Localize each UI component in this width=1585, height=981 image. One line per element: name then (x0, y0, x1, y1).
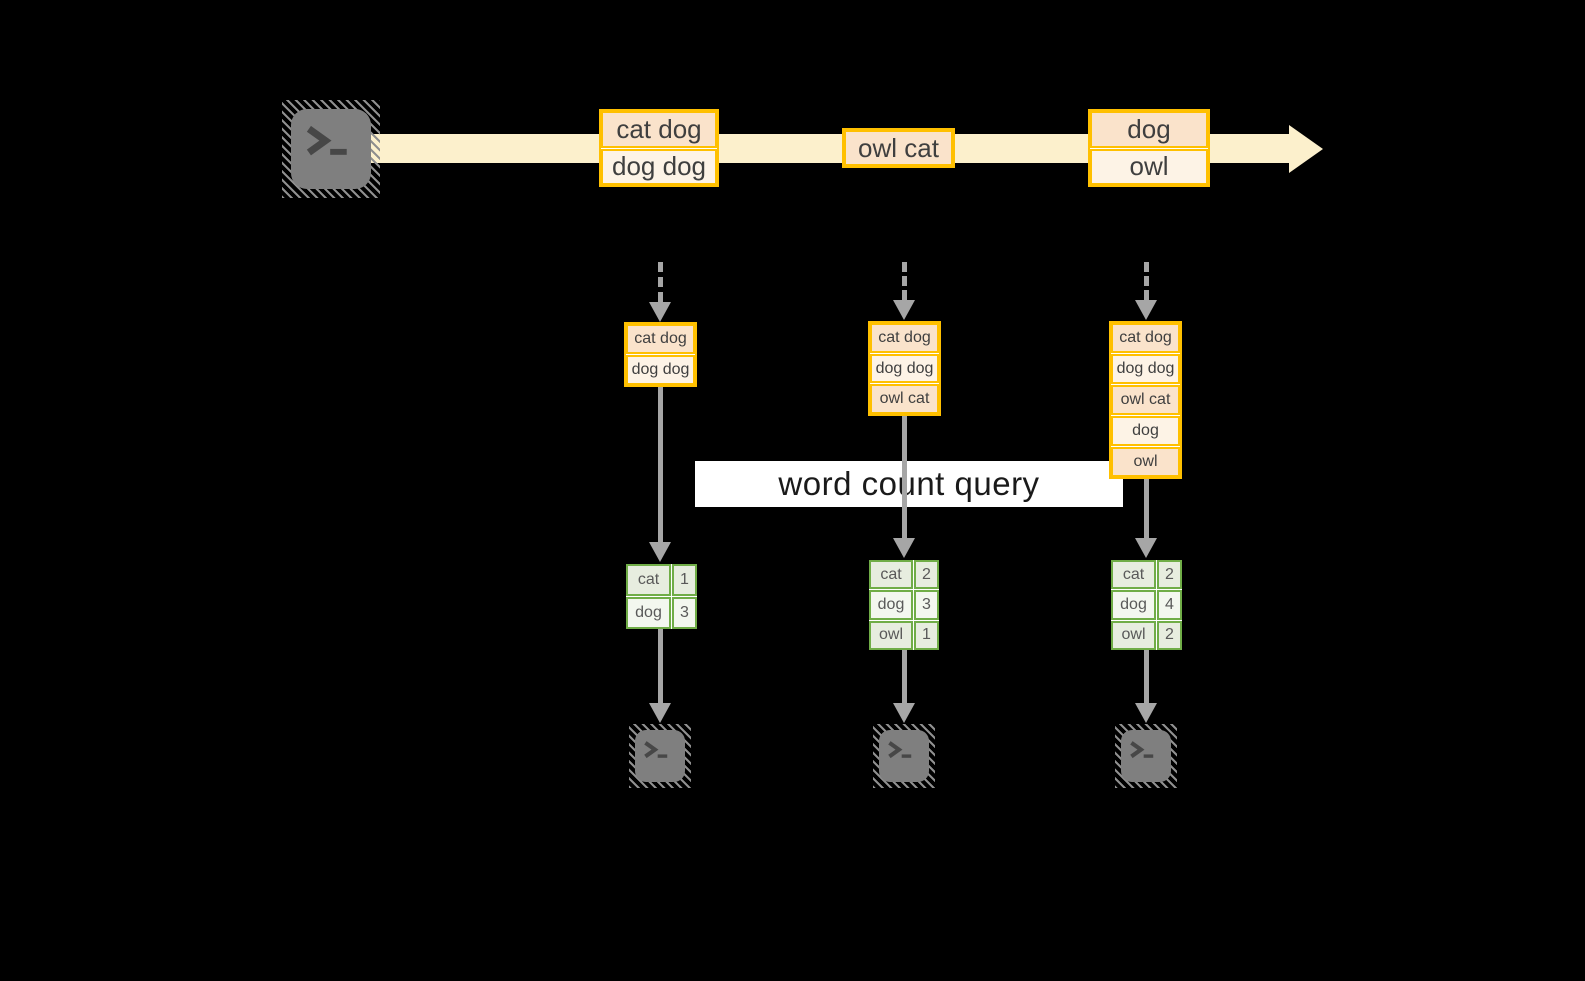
arrowhead-icon (649, 542, 671, 562)
word-cell: dog (626, 597, 671, 629)
buffer-line: cat dog (870, 323, 939, 353)
buffer-line: owl cat (870, 384, 939, 415)
arrowhead-icon (893, 538, 915, 558)
word-cell: owl (869, 620, 913, 650)
count-cell: 1 (672, 564, 697, 596)
word-cell: cat (1111, 560, 1156, 590)
arrow-shaft (657, 629, 663, 703)
arrowhead-icon (649, 302, 671, 322)
terminal-prompt-icon (635, 730, 685, 782)
sink-arrow (1135, 650, 1157, 723)
message-line: dog (1090, 111, 1208, 148)
stream-arrowhead (1289, 125, 1323, 173)
count-cell: 4 (1157, 590, 1182, 620)
word-count-table: cat 1 dog 3 (626, 564, 697, 629)
buffer-line: cat dog (1111, 323, 1180, 353)
count-cell: 3 (672, 597, 697, 629)
arrow-shaft (657, 387, 663, 542)
word-cell: cat (626, 564, 671, 596)
arrow-shaft (901, 262, 907, 300)
stream-message: owl cat (842, 128, 955, 168)
source-terminal-icon (282, 100, 380, 198)
message-line: cat dog (601, 111, 717, 148)
word-count-table: cat 2 dog 3 owl 1 (869, 560, 939, 650)
arrowhead-icon (893, 703, 915, 723)
word-cell: dog (869, 590, 913, 620)
count-cell: 1 (914, 620, 939, 650)
buffer-line: owl cat (1111, 385, 1180, 415)
terminal-prompt-icon (1121, 730, 1171, 782)
query-arrow (1135, 479, 1157, 558)
sink-arrow (649, 629, 671, 723)
message-line: owl (1090, 148, 1208, 185)
sink-terminal-icon (873, 724, 935, 788)
buffer-line: cat dog (626, 324, 695, 354)
message-line: dog dog (601, 148, 717, 185)
buffer-line: dog dog (626, 355, 695, 385)
count-cell: 2 (1157, 620, 1182, 650)
terminal-prompt-icon (291, 109, 371, 189)
arrow-shaft (901, 650, 907, 703)
buffer-line: dog (1111, 416, 1180, 446)
count-cell: 3 (914, 590, 939, 620)
arrow-shaft (1143, 479, 1149, 538)
count-cell: 2 (914, 560, 939, 590)
arrow-shaft (1143, 650, 1149, 703)
buffer-line: dog dog (1111, 354, 1180, 384)
arrow-shaft (657, 262, 663, 302)
query-arrow (893, 416, 915, 558)
arrowhead-icon (893, 300, 915, 320)
query-arrow (649, 387, 671, 562)
state-buffer: cat dog dog dog (624, 322, 697, 387)
state-buffer: cat dog dog dog owl cat dog owl (1109, 321, 1182, 479)
arrowhead-icon (649, 703, 671, 723)
sink-arrow (893, 650, 915, 723)
sink-terminal-icon (1115, 724, 1177, 788)
arrowhead-icon (1135, 703, 1157, 723)
sink-terminal-icon (629, 724, 691, 788)
query-banner: word count query (695, 461, 1123, 507)
count-cell: 2 (1157, 560, 1182, 590)
word-cell: dog (1111, 590, 1156, 620)
ingest-arrow (1135, 262, 1157, 320)
stream-message: cat dog dog dog (599, 109, 719, 187)
arrow-shaft (1143, 262, 1149, 300)
arrow-shaft (901, 416, 907, 538)
buffer-line: dog dog (870, 353, 939, 384)
arrowhead-icon (1135, 538, 1157, 558)
word-cell: cat (869, 560, 913, 590)
word-cell: owl (1111, 620, 1156, 650)
arrowhead-icon (1135, 300, 1157, 320)
ingest-arrow (893, 262, 915, 320)
ingest-arrow (649, 262, 671, 322)
terminal-prompt-icon (879, 730, 929, 782)
message-line: owl cat (844, 130, 953, 166)
stream-message: dog owl (1088, 109, 1210, 187)
state-buffer: cat dog dog dog owl cat (868, 321, 941, 416)
buffer-line: owl (1111, 447, 1180, 477)
word-count-table: cat 2 dog 4 owl 2 (1111, 560, 1182, 650)
